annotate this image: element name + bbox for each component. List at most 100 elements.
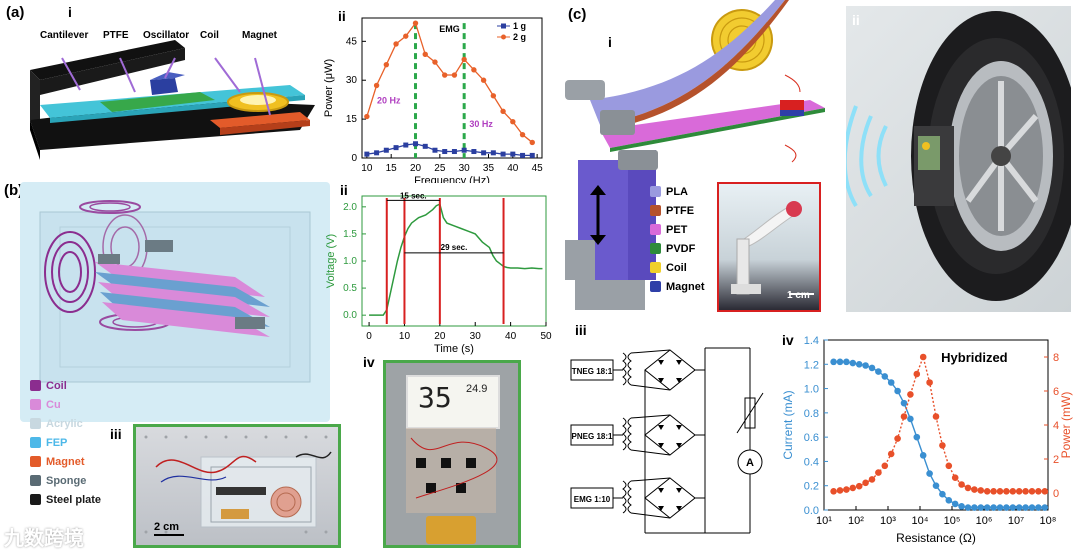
tire-drawing [846, 11, 1071, 301]
legend-label: 2 g [513, 32, 526, 42]
data-point [894, 435, 901, 442]
legend-c-label: PTFE [666, 204, 695, 217]
legend-b-item: Coil [30, 376, 150, 395]
x-tick-label: 25 [434, 163, 446, 174]
data-point [364, 151, 370, 157]
data-point [471, 149, 477, 155]
data-point [964, 484, 972, 492]
data-point [403, 33, 409, 39]
data-point [1041, 488, 1049, 495]
x-tick-label: 20 [434, 331, 446, 342]
annotation-hybridized: Hybridized [941, 350, 1008, 365]
data-point [471, 67, 477, 73]
data-point [836, 358, 844, 366]
legend-c-swatch [650, 262, 661, 273]
data-point [900, 413, 908, 420]
data-point [919, 353, 927, 361]
legend-b-item: Cu [30, 395, 150, 414]
data-point [412, 20, 419, 26]
data-point [480, 77, 487, 83]
panel-a-ii-label: ii [338, 8, 346, 24]
x-tick-label: 30 [470, 331, 482, 342]
legend-c-label: PET [666, 223, 688, 236]
lcd-main-reading: 35 [418, 381, 452, 414]
x-axis-label: Resistance (Ω) [896, 531, 976, 545]
chart-title: EMG [439, 24, 460, 34]
data-point [907, 415, 914, 423]
legend-b-swatch [30, 475, 41, 486]
data-point [977, 504, 985, 511]
data-point [1003, 504, 1010, 511]
y2-tick-label: 0 [1053, 488, 1059, 500]
data-point [843, 358, 850, 366]
data-point [868, 364, 876, 372]
data-point [1015, 488, 1023, 495]
legend-b-swatch [30, 418, 41, 429]
series-line [833, 354, 1045, 493]
legend-c-swatch [650, 186, 661, 197]
y-axis-label: Current (mA) [781, 390, 795, 459]
data-point [990, 488, 997, 495]
y-axis-label: Voltage (V) [325, 234, 337, 288]
data-point [1035, 488, 1042, 495]
y-tick-label: 15 [346, 114, 358, 125]
y-tick-label: 0.0 [804, 505, 819, 517]
plot-frame [361, 17, 543, 159]
legend-c-item: PLA [650, 182, 730, 201]
y2-tick-label: 8 [1053, 352, 1059, 364]
legend-b-item: FEP [30, 433, 150, 452]
data-point [855, 482, 863, 490]
data-point [868, 476, 876, 483]
data-point [900, 399, 908, 407]
data-point [1003, 488, 1010, 495]
x-tick-label: 20 [410, 163, 422, 174]
legend-c-label: Coil [666, 261, 687, 274]
data-point [836, 487, 844, 494]
data-point [983, 504, 991, 511]
data-point [519, 131, 526, 138]
data-point [1035, 504, 1042, 511]
data-point [875, 368, 882, 375]
data-point [383, 61, 390, 68]
label-magnet: Magnet [242, 30, 277, 41]
panel-c-label: (c) [568, 6, 587, 23]
voltage-trace [369, 203, 543, 316]
data-point [500, 151, 506, 157]
data-point [432, 147, 438, 153]
data-point [945, 462, 953, 470]
data-point [919, 452, 927, 459]
x-tick-label: 40 [507, 163, 519, 174]
ammeter-symbol: A [746, 457, 754, 469]
legend-c-swatch [650, 281, 661, 292]
y-tick-label: 1.0 [343, 256, 357, 267]
device-photo-prototype: 2 cm [133, 424, 341, 548]
data-point [971, 504, 978, 511]
tire-photo [846, 6, 1071, 312]
legend-b-label: Acrylic [46, 417, 83, 430]
y-tick-label: 2.0 [343, 202, 357, 213]
data-point [951, 500, 959, 508]
data-point [990, 504, 997, 511]
data-point [432, 59, 438, 65]
x-tick-label: 10⁷ [1008, 515, 1024, 527]
panel-c-i-label: i [608, 34, 612, 50]
data-point [849, 359, 857, 367]
x-tick-label: 10 [361, 163, 373, 174]
data-point [413, 141, 419, 147]
legend-b-label: Cu [46, 398, 61, 411]
data-point [373, 82, 380, 89]
data-point [926, 470, 933, 477]
data-point [881, 373, 889, 380]
data-point [951, 474, 959, 481]
x-tick-label: 15 [386, 163, 398, 174]
data-point [843, 486, 850, 493]
data-point [1022, 504, 1029, 511]
data-point [529, 139, 535, 146]
legend-marker [501, 23, 506, 29]
data-point [971, 486, 978, 493]
data-point [881, 462, 889, 470]
panel-c-ii-label: ii [852, 12, 860, 28]
